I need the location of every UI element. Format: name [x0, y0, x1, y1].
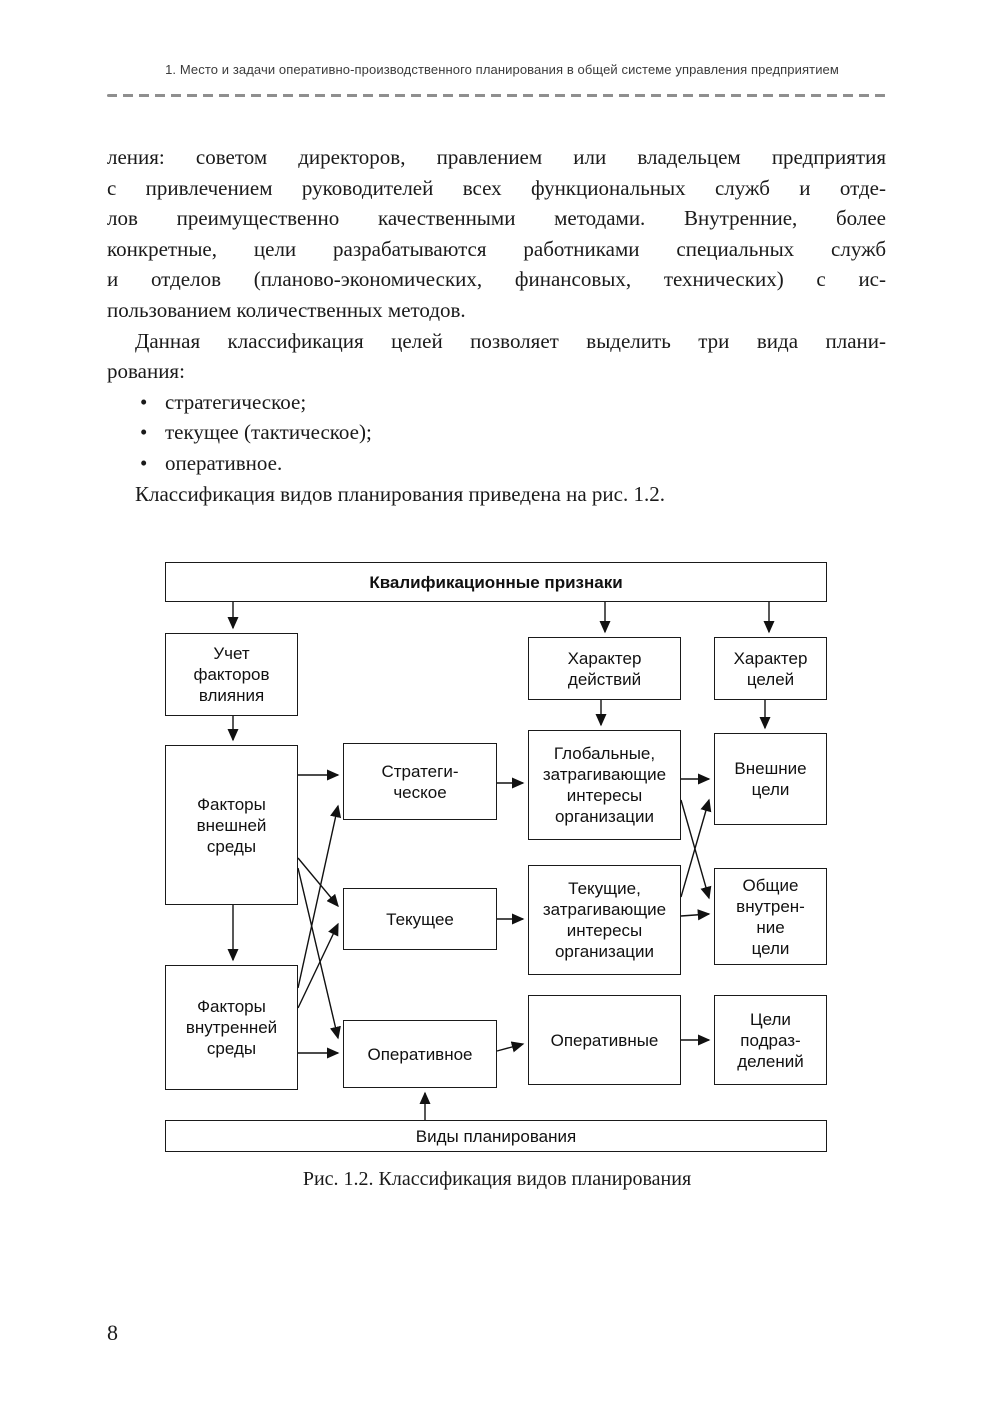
- box-operational-planning: Оперативное: [343, 1020, 497, 1088]
- paragraph-line: рования:: [107, 359, 185, 384]
- box-external-environment-factors: Факторы внешней среды: [165, 745, 298, 905]
- bullet-icon: •: [140, 420, 148, 445]
- paragraph-line: конкретные, цели разрабатываются работни…: [107, 236, 886, 261]
- list-item-text: текущее (тактическое);: [165, 420, 372, 445]
- list-item: • текущее (тактическое);: [107, 417, 886, 448]
- paragraph-line: ления: советом директоров, правлением ил…: [107, 145, 886, 169]
- list-item-text: оперативное.: [165, 450, 283, 475]
- box-internal-environment-factors: Факторы внутренней среды: [165, 965, 298, 1090]
- box-strategic-planning: Стратеги- ческое: [343, 743, 497, 820]
- box-general-internal-goals: Общие внутрен- ние цели: [714, 868, 827, 965]
- box-action-nature: Характер действий: [528, 637, 681, 700]
- page-number: 8: [107, 1320, 118, 1345]
- box-global-actions: Глобальные, затрагивающие интересы орган…: [528, 730, 681, 840]
- list-item: • стратегическое;: [107, 387, 886, 418]
- paragraph-line: Классификация видов планирования приведе…: [135, 481, 665, 506]
- body-text: ления: советом директоров, правлением ил…: [107, 142, 886, 509]
- box-goal-nature: Характер целей: [714, 637, 827, 700]
- running-header: 1. Место и задачи оперативно-производств…: [165, 62, 839, 77]
- list-item: • оперативное.: [107, 448, 886, 479]
- list-item-text: стратегическое;: [165, 389, 307, 414]
- paragraph-line: пользованием количественных методов.: [107, 297, 466, 322]
- box-classification-criteria: Квалификационные признаки: [165, 562, 827, 602]
- paragraph-line: с привлечением руководителей всех функци…: [107, 175, 886, 200]
- box-division-goals: Цели подраз- делений: [714, 995, 827, 1085]
- box-external-goals: Внешние цели: [714, 733, 827, 825]
- bullet-icon: •: [140, 389, 148, 414]
- bullet-icon: •: [140, 450, 148, 475]
- box-current-actions: Текущие, затрагивающие интересы организа…: [528, 865, 681, 975]
- paragraph-line: Данная классификация целей позволяет выд…: [135, 328, 886, 353]
- box-planning-types: Виды планирования: [165, 1120, 827, 1152]
- box-current-planning: Текущее: [343, 888, 497, 950]
- header-divider: [107, 94, 886, 97]
- box-operational-actions: Оперативные: [528, 995, 681, 1085]
- paragraph-line: лов преимущественно качественными метода…: [107, 206, 886, 231]
- box-accounting-influence-factors: Учет факторов влияния: [165, 633, 298, 716]
- paragraph-line: и отделов (планово-экономических, финанс…: [107, 267, 886, 292]
- figure-caption: Рис. 1.2. Классификация видов планирован…: [302, 1168, 692, 1190]
